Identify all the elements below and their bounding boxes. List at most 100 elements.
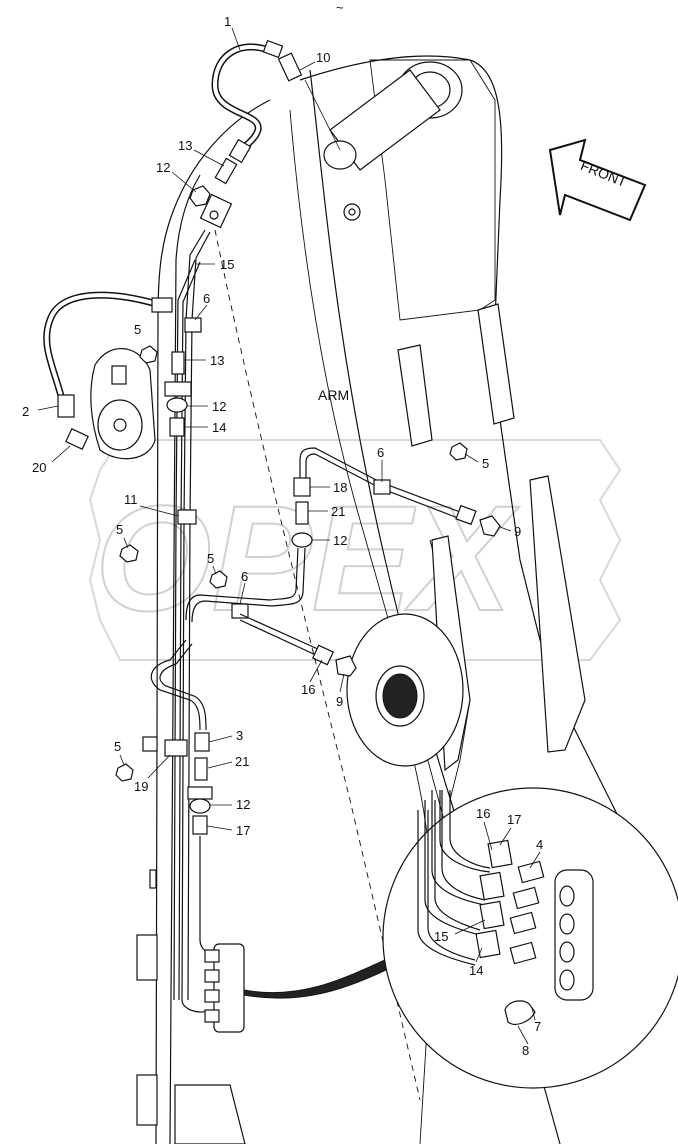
detail-end-1: [487, 839, 513, 869]
callout-13-upper: 13: [178, 138, 192, 153]
callout-18: 18: [333, 480, 347, 495]
detail-port-2: [559, 913, 575, 935]
bolt-5d: [209, 570, 228, 589]
leader-17b: [499, 827, 512, 846]
leader-6c: [239, 582, 246, 605]
mounting-lugs: [136, 736, 246, 1144]
lug-c: [149, 869, 157, 889]
callout-13-mid: 13: [210, 353, 224, 368]
detail-hose-c: [431, 790, 486, 906]
terminal-fitting-1: [204, 949, 220, 963]
callout-5-right: 5: [482, 456, 489, 471]
callout-1: 1: [224, 14, 231, 29]
detail-hose-e: [424, 800, 481, 936]
terminal-plate: [213, 943, 245, 1033]
boss-pin: [323, 140, 357, 170]
pipes-to-block-b: [199, 836, 216, 956]
callout-7: 7: [534, 1019, 541, 1034]
left-boss: [90, 348, 156, 460]
hose-end-14a: [169, 417, 185, 437]
hose-2-fitting-top: [151, 297, 173, 313]
hose-2: [43, 291, 173, 450]
bolt-5e: [115, 763, 134, 782]
leader-17a: [206, 825, 233, 831]
nut-12-low: [189, 798, 211, 814]
leader-5d: [212, 565, 217, 575]
detail-hose-a: [439, 790, 491, 873]
leader-5e: [119, 754, 125, 766]
clamp-6a: [184, 317, 202, 333]
arm-outline-inner: [169, 174, 201, 1144]
nut-12-right: [291, 532, 313, 548]
hose-mid-a: [299, 447, 461, 513]
leader-5b: [464, 453, 479, 463]
callout-21-mid: 21: [331, 504, 345, 519]
hose-lower-right: [239, 613, 357, 677]
clamp-11: [177, 509, 197, 525]
callout-5-left: 5: [134, 322, 141, 337]
leader-8: [517, 1025, 529, 1045]
leader-6a: [194, 304, 208, 321]
callout-10: 10: [316, 50, 330, 65]
leader-3: [208, 735, 233, 743]
clamps-fittings: [115, 317, 249, 835]
lower-boss: [346, 613, 464, 767]
leader-10: [299, 61, 341, 151]
leader-20: [51, 445, 71, 463]
boss-bolt-b: [348, 208, 356, 216]
terminal-fitting-3: [204, 989, 220, 1003]
arm-outline-right: [299, 55, 641, 861]
fitting-21-mid: [295, 501, 309, 525]
terminal-fitting-4: [204, 1009, 220, 1023]
hose-2-fitting-bot: [57, 394, 75, 418]
callout-4: 4: [536, 837, 543, 852]
detail-port-4: [559, 969, 575, 991]
leader-9a: [499, 526, 512, 532]
upper-boss: [323, 61, 463, 221]
leader-21b: [207, 761, 233, 769]
callout-14-mid: 14: [212, 420, 226, 435]
front-arrow-shape: [548, 138, 647, 222]
elbow-9a: [479, 515, 501, 537]
hose-end-9a: [455, 504, 477, 526]
callout-17-detail: 17: [507, 812, 521, 827]
clamp-block-a: [142, 736, 158, 752]
callout-12-upper: 12: [156, 160, 170, 175]
callout-9-mid: 9: [336, 694, 343, 709]
detail-hose-h: [427, 810, 476, 961]
detail-end-2: [479, 871, 505, 901]
hose-1-end-fitting-bot: [228, 138, 252, 164]
callout-11: 11: [124, 492, 138, 507]
hose-lower-b: [239, 619, 319, 657]
lower-boss-seal: [382, 673, 418, 719]
callout-6-left: 6: [203, 291, 210, 306]
arm-outline-mid: [289, 109, 471, 921]
callout-8: 8: [522, 1043, 529, 1058]
callout-15: 15: [220, 257, 234, 272]
hose-mid-down-b: [191, 547, 306, 623]
leader-7: [531, 1007, 536, 1021]
hose-end-18: [293, 477, 311, 497]
callout-5-mid: 5: [116, 522, 123, 537]
detail-hose-f: [434, 800, 481, 931]
front-arrow: FRONT: [548, 138, 647, 222]
lower-pad: [174, 1084, 246, 1144]
callout-5-center: 5: [207, 551, 214, 566]
hose-end-16a: [311, 644, 335, 666]
bracket-upper-bolt: [209, 210, 219, 220]
leader-2: [37, 405, 59, 411]
loop-b: [159, 643, 207, 731]
leader-16b: [483, 821, 493, 851]
callout-12-low: 12: [236, 797, 250, 812]
callout-19: 19: [134, 779, 148, 794]
callout-5-low: 5: [114, 739, 121, 754]
hose-lower-a: [239, 613, 321, 651]
leader-5c: [123, 537, 129, 549]
detail-hose-g: [417, 810, 476, 966]
detail-hose-b: [449, 790, 491, 869]
detail-view: [382, 787, 678, 1089]
callout-17-low: 17: [236, 823, 250, 838]
leader-lines: [37, 27, 541, 1045]
detail-adapter-1: [517, 860, 545, 884]
